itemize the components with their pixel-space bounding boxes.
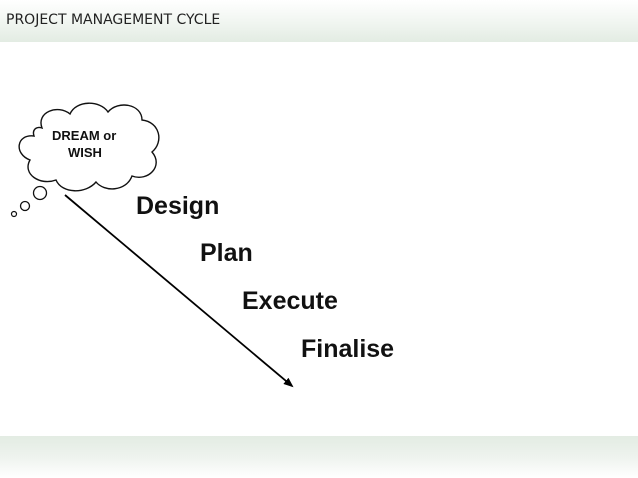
stage-plan: Plan (200, 239, 253, 267)
thought-bubble-large (32, 185, 48, 201)
thought-cloud (18, 102, 160, 192)
slide-title: PROJECT MANAGEMENT CYCLE (6, 12, 221, 28)
stage-execute: Execute (242, 287, 338, 315)
thought-bubble-small (10, 210, 18, 218)
cloud-text-line2: WISH (68, 145, 102, 160)
header-band: PROJECT MANAGEMENT CYCLE (0, 0, 638, 42)
stage-design: Design (136, 192, 220, 220)
stage-finalise: Finalise (301, 335, 395, 363)
cloud-text-line1: DREAM or (52, 128, 117, 143)
footer-band (0, 436, 638, 478)
flow-arrow (64, 194, 294, 388)
thought-bubble-medium (19, 200, 31, 212)
